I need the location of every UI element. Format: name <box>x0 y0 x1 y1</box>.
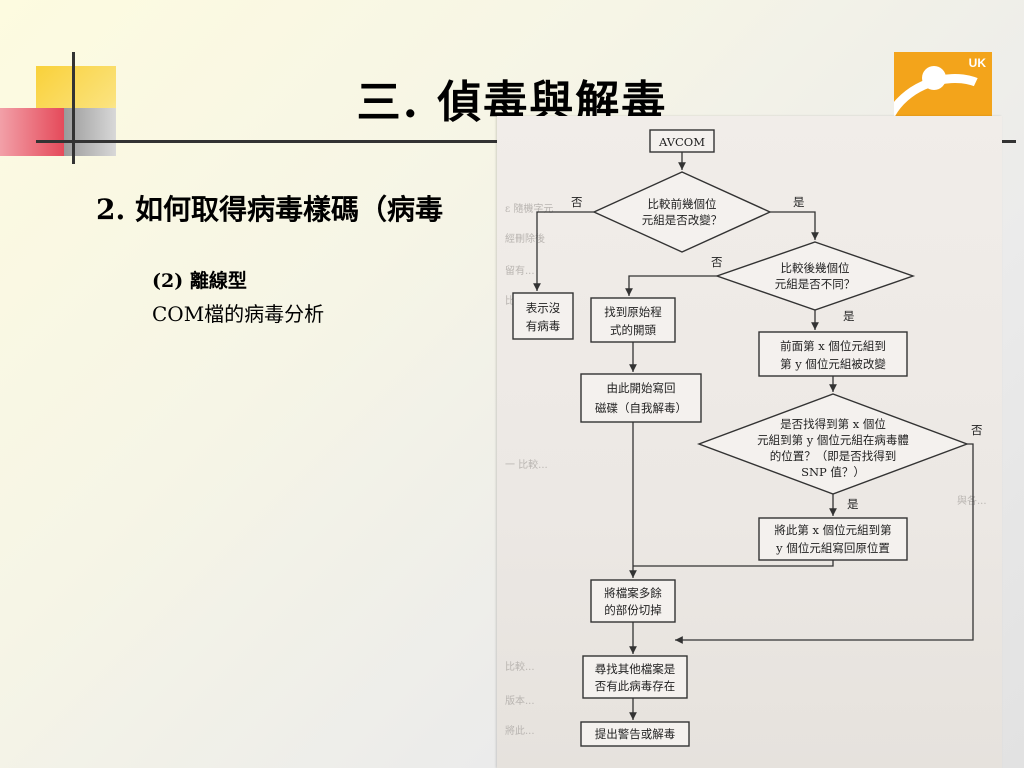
decision3-line4: SNP 值？） <box>801 465 865 479</box>
d3-no-label: 否 <box>971 423 983 437</box>
truncate-line2: 的部份切掉 <box>604 603 662 617</box>
write-back-line2: 磁碟（自我解毒） <box>595 401 687 415</box>
svg-text:ε 隨機字元: ε 隨機字元 <box>505 202 553 215</box>
find-start-line1: 找到原始程 <box>604 305 662 319</box>
d1-no-label: 否 <box>571 195 583 209</box>
decor-red-block <box>0 108 64 156</box>
truncate-line1: 將檔案多餘 <box>604 586 662 600</box>
warn-label: 提出警告或解毒 <box>595 727 676 741</box>
decision-back-bytes <box>714 241 916 311</box>
search-other-line2: 否有此病毒存在 <box>595 679 676 693</box>
d2-yes-label: 是 <box>843 309 855 323</box>
svg-text:留有...: 留有... <box>505 264 535 277</box>
no-virus-line1: 表示沒 <box>526 301 561 315</box>
flowchart-svg: ε 隨機字元 經刪除後 留有... 比較... 一 比較... 比較... 版本… <box>505 129 987 747</box>
node-no-virus <box>512 292 574 340</box>
node-start-label: AVCOM <box>658 135 705 149</box>
find-start-line2: 式的開頭 <box>610 323 656 337</box>
restore-line2: y 個位元組寫回原位置 <box>775 541 890 555</box>
no-virus-line2: 有病毒 <box>526 319 561 333</box>
search-other-line1: 尋找其他檔案是 <box>595 662 676 676</box>
svg-text:比較...: 比較... <box>505 660 535 673</box>
d3-yes-label: 是 <box>847 497 859 511</box>
write-back-line1: 由此開始寫回 <box>607 381 676 395</box>
svg-text:版本...: 版本... <box>505 694 535 707</box>
node-restore-bytes <box>758 517 908 561</box>
svg-text:一 比較...: 一 比較... <box>505 458 548 471</box>
logo-dot-icon <box>922 66 946 90</box>
node-warn-or-disinfect <box>580 721 690 747</box>
node-bytes-changed <box>758 331 908 377</box>
restore-line1: 將此第 x 個位元組到第 <box>774 523 891 537</box>
decision-front-bytes <box>592 171 772 253</box>
bullet-offline-type: (2) 離線型 <box>152 270 247 292</box>
decision2-line2: 元組是否不同？ <box>775 277 856 291</box>
node-truncate-file <box>590 579 676 623</box>
node-write-back <box>580 373 702 423</box>
logo-text: UK <box>968 56 986 70</box>
node-search-other-files <box>582 655 688 699</box>
node-find-program-start <box>590 297 676 343</box>
changed-line2: 第 y 個位元組被改變 <box>780 357 886 371</box>
decision3-line1: 是否找得到第 x 個位 <box>780 417 886 431</box>
changed-line1: 前面第 x 個位元組到 <box>780 339 886 353</box>
decision3-line2: 元組到第 y 個位元組在病毒體 <box>757 433 909 447</box>
d2-no-label: 否 <box>711 255 723 269</box>
bullet-com-analysis: COM檔的病毒分析 <box>152 302 325 326</box>
flowchart-scan: ε 隨機字元 經刪除後 留有... 比較... 一 比較... 比較... 版本… <box>497 116 1002 768</box>
svg-text:經刪除後: 經刪除後 <box>505 232 545 245</box>
decision3-line3: 的位置？（即是否找得到 <box>770 449 897 463</box>
logo: UK <box>894 52 992 128</box>
decision1-line1: 比較前幾個位 <box>648 197 717 211</box>
decision1-line2: 元組是否改變？ <box>642 213 723 227</box>
svg-text:與各...: 與各... <box>957 494 987 507</box>
svg-text:將此...: 將此... <box>505 724 535 737</box>
slide-subtitle: 2. 如何取得病毒樣碼（病毒 <box>96 193 443 226</box>
d1-yes-label: 是 <box>793 195 805 209</box>
decor-vertical-line <box>72 52 75 164</box>
decision2-line1: 比較後幾個位 <box>781 261 850 275</box>
